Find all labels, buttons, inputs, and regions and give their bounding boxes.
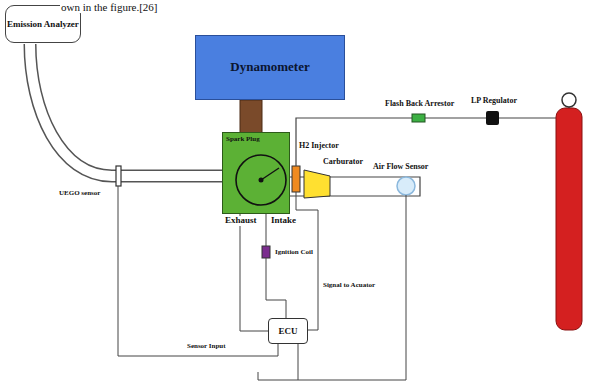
- wire: [258, 372, 259, 380]
- carburator: [304, 170, 330, 198]
- exhaust-pipe-inner: [30, 44, 222, 176]
- air-flow-sensor: [397, 177, 415, 195]
- part-label: LP Regulator: [470, 97, 518, 106]
- node-text: Dynamometer: [230, 60, 309, 75]
- exhaust-pipe: [30, 44, 222, 176]
- caption-fragment: own in the figure.[26]: [60, 1, 159, 13]
- shaft: [240, 100, 262, 133]
- wire: [266, 214, 267, 246]
- ecu-box: ECU: [268, 318, 308, 344]
- part-label: Air Flow Sensor: [372, 163, 429, 172]
- part-label: Exhaust: [224, 216, 258, 226]
- dynamometer-box: Dynamometer: [195, 35, 345, 100]
- cylinder-valve: [562, 93, 576, 107]
- wire: [266, 258, 286, 318]
- engine-block: Spark Plug: [222, 132, 290, 214]
- part-label: H2 Injector: [298, 142, 340, 151]
- signal-label: Signal to Acuator: [322, 282, 376, 290]
- ignition-coil: [262, 246, 270, 258]
- part-label: UEGO sensor: [58, 190, 101, 198]
- wire: [258, 380, 298, 381]
- h2-injector: [292, 166, 300, 192]
- part-label: Flash Back Arrestor: [384, 100, 455, 109]
- actuator-wire: [296, 192, 318, 330]
- node-text: Spark Plug: [226, 135, 260, 143]
- lp-regulator: [486, 111, 499, 125]
- part-label: Intake: [270, 216, 297, 226]
- sensor-wire: [298, 195, 406, 380]
- engine-cylinder: [223, 133, 289, 213]
- node-text: Emission Analyzer: [7, 19, 79, 29]
- gas-line: [296, 107, 569, 166]
- wire-connector: [240, 214, 268, 331]
- signal-label: Sensor Input: [186, 343, 227, 351]
- node-text: ECU: [278, 326, 297, 336]
- flash-back-arrestor: [412, 114, 425, 122]
- part-label: Ignition Coil: [274, 249, 314, 257]
- uego-sensor: [116, 166, 121, 186]
- part-label: Carburator: [322, 158, 364, 167]
- hydrogen-cylinder: [556, 108, 582, 330]
